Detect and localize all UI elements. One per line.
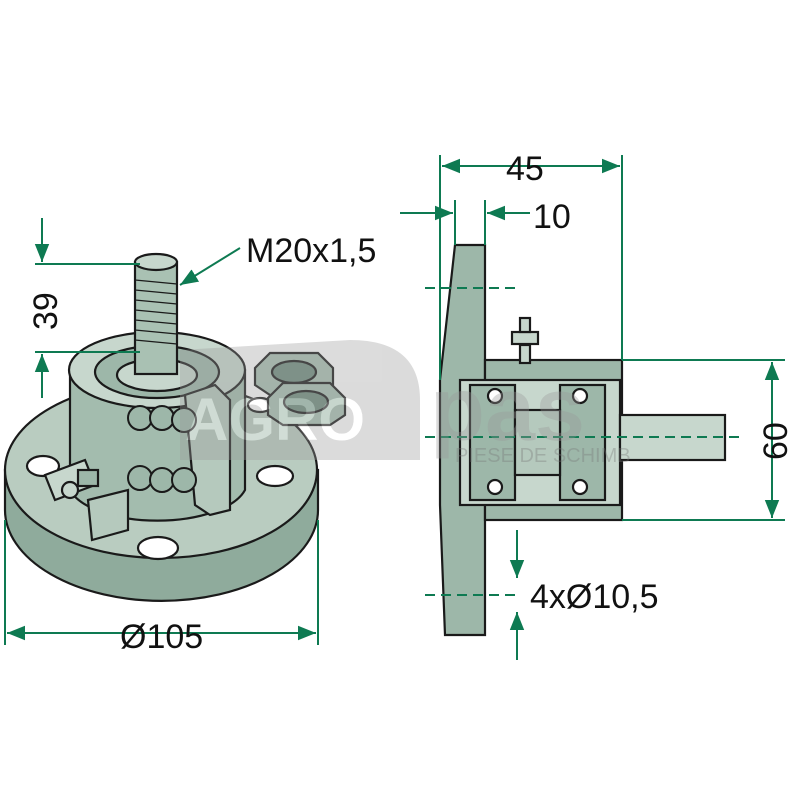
svg-text:AGRO: AGRO (185, 386, 365, 453)
dimension-lines (4, 155, 785, 660)
svg-text:pas: pas (430, 360, 585, 460)
holes-label: 4xØ10,5 (530, 578, 659, 616)
flange-diameter-label: Ø105 (120, 618, 203, 656)
watermark-logo: AGRO pas PIESE DE SCHIMB (180, 340, 631, 467)
thread-label: M20x1,5 (246, 232, 376, 270)
shaft-height-label: 60 (757, 422, 795, 460)
section-view (425, 243, 745, 637)
bearing-balls (127, 405, 197, 493)
hex-nuts (253, 351, 347, 427)
threaded-stud (133, 252, 179, 376)
flange-thickness-label: 10 (533, 198, 571, 236)
stud-height-label: 39 (27, 292, 65, 330)
perspective-view (3, 252, 347, 602)
grease-nipple (510, 316, 540, 365)
overall-width-label: 45 (506, 150, 544, 188)
svg-text:PIESE DE SCHIMB: PIESE DE SCHIMB (455, 445, 631, 467)
